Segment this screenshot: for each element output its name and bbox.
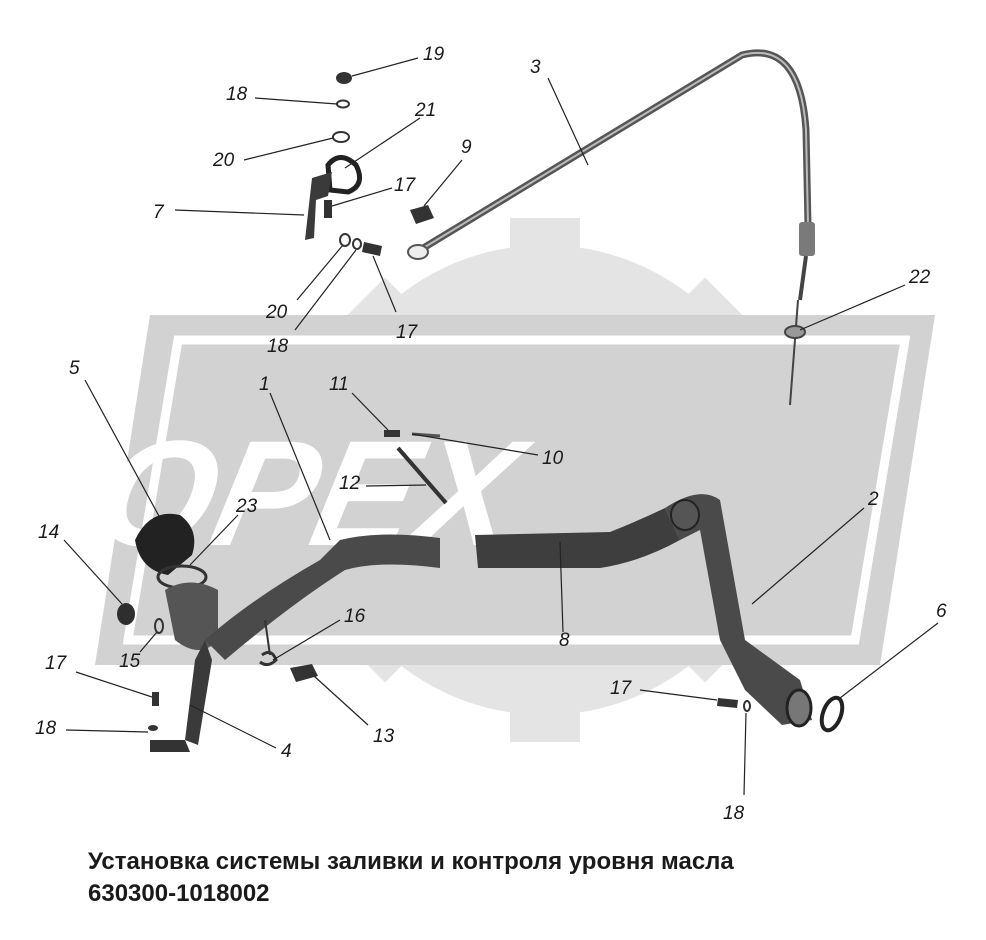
- bolt-17-lower-right: [717, 698, 738, 708]
- callout-10: 10: [542, 448, 564, 469]
- washer-22: [784, 325, 806, 339]
- leader-lines: [63, 57, 939, 796]
- callout-18-mid: 18: [267, 336, 289, 357]
- gasket-6: [819, 695, 845, 733]
- washer-18-mid: [352, 238, 362, 250]
- nut-19: [336, 72, 352, 84]
- callout-17-upper: 17: [394, 175, 417, 196]
- callout-6: 6: [936, 601, 947, 622]
- callout-12: 12: [339, 473, 361, 494]
- callout-21: 21: [414, 100, 436, 121]
- callout-18-lower-left: 18: [35, 718, 57, 739]
- clamp-21: [325, 155, 363, 195]
- callout-20-top: 20: [212, 150, 235, 171]
- callout-22: 22: [908, 267, 931, 288]
- callout-9: 9: [461, 137, 472, 158]
- callout-17-lower-left: 17: [45, 653, 68, 674]
- ring-15: [154, 618, 164, 634]
- bolt-17-lower-left: [152, 692, 159, 706]
- bracket-7: [305, 172, 332, 240]
- caption-title: Установка системы заливки и контроля уро…: [88, 848, 734, 875]
- washer-18-lower-right: [743, 700, 751, 712]
- callout-23: 23: [235, 496, 258, 517]
- dipstick-tube: [407, 49, 815, 406]
- filler-pipe-1: [150, 534, 440, 752]
- clip-11: [384, 430, 400, 437]
- parts-diagram: OPEX: [35, 44, 947, 824]
- bolt-17-upper: [324, 200, 332, 218]
- washer-18-top: [336, 99, 350, 109]
- callout-18-lower-right: 18: [723, 803, 745, 824]
- callout-13: 13: [373, 726, 395, 747]
- filler-cap: [135, 513, 195, 575]
- callout-15: 15: [119, 651, 141, 672]
- clip-16: [259, 650, 278, 667]
- callout-20-mid: 20: [265, 302, 288, 323]
- callout-18-top: 18: [226, 84, 248, 105]
- dipstick-cap: [410, 205, 434, 224]
- callout-17-lower-right: 17: [610, 678, 633, 699]
- washer-20-mid: [339, 233, 351, 247]
- callout-labels: 19 18 20 21 7 17 9 3 20 18 17 22 5 1 11 …: [35, 44, 947, 824]
- callout-4: 4: [281, 741, 292, 762]
- callout-3: 3: [530, 57, 541, 78]
- callout-5: 5: [69, 358, 80, 379]
- bolt-17-mid: [362, 242, 382, 256]
- washer-18-lower-left: [148, 725, 158, 731]
- callout-14: 14: [38, 522, 59, 543]
- washer-20-top: [332, 131, 350, 143]
- callout-2: 2: [867, 489, 879, 510]
- hose-8: [475, 508, 680, 568]
- callout-8: 8: [559, 630, 570, 651]
- caption-part-number: 630300-1018002: [88, 880, 270, 907]
- callout-1: 1: [259, 374, 270, 395]
- nut-14: [117, 603, 135, 625]
- callout-17-mid: 17: [396, 322, 419, 343]
- callout-19: 19: [423, 44, 445, 65]
- diagram-caption: Установка системы заливки и контроля уро…: [88, 846, 968, 910]
- callout-7: 7: [153, 202, 165, 223]
- sensor-13: [290, 664, 318, 682]
- pipe-2: [665, 494, 813, 728]
- callout-16: 16: [344, 606, 366, 627]
- callout-11: 11: [329, 374, 349, 395]
- strap-12: [396, 446, 448, 505]
